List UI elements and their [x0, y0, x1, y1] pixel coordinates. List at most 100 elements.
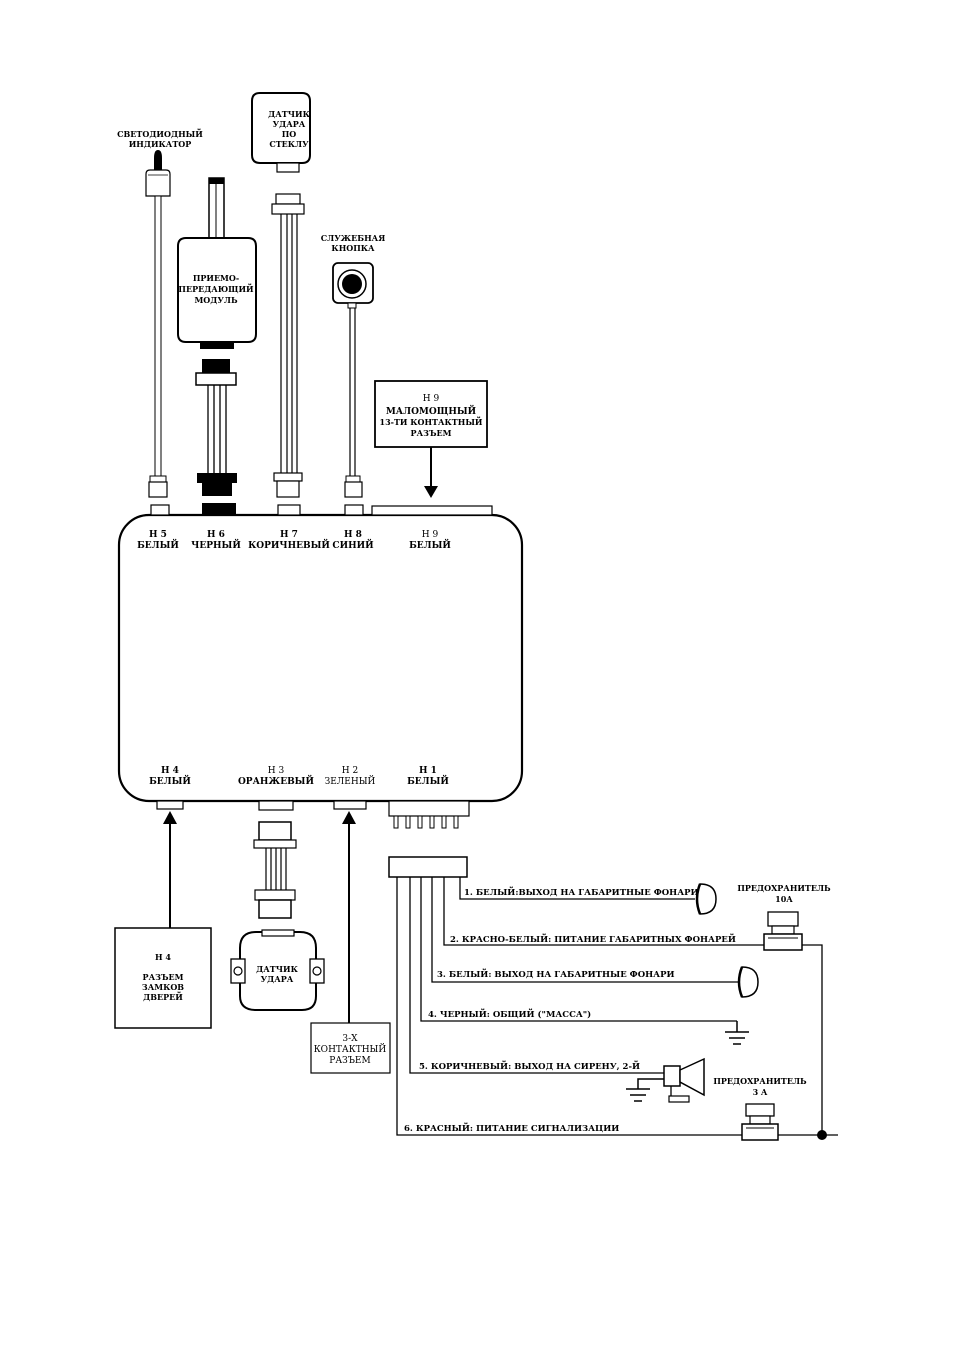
svg-text:Н 4: Н 4: [155, 952, 171, 962]
socket-h9: [371, 505, 493, 516]
h1-plug: [388, 856, 468, 878]
svg-text:СВЕТОДИОДНЫЙ: СВЕТОДИОДНЫЙ: [117, 129, 203, 139]
socket-h5: [150, 504, 170, 516]
connector-h8-label: Н 8 СИНИЙ: [332, 530, 374, 551]
svg-text:ПРЕДОХРАНИТЕЛЬ: ПРЕДОХРАНИТЕЛЬ: [713, 1076, 807, 1086]
transceiver-label: ПРИЕМО- ПЕРЕДАЮЩИЙ МОДУЛЬ: [178, 273, 254, 305]
svg-text:БЕЛЫЙ: БЕЛЫЙ: [149, 774, 191, 787]
main-unit: [117, 513, 524, 803]
svg-text:ДАТЧИК: ДАТЧИК: [268, 109, 310, 119]
wire-3-label: 3. БЕЛЫЙ: ВЫХОД НА ГАБАРИТНЫЕ ФОНАРИ: [437, 967, 675, 980]
h4-arrow: [163, 811, 177, 928]
socket-h1: [388, 800, 470, 829]
three-pin-label: 3-Х КОНТАКТНЫЙ РАЗЪЕМ: [314, 1034, 387, 1066]
siren-icon: [663, 1057, 705, 1103]
svg-text:Н 3: Н 3: [268, 766, 285, 776]
svg-text:Н 2: Н 2: [342, 766, 358, 776]
glass-sensor-cable: [271, 162, 305, 498]
svg-text:БЕЛЫЙ: БЕЛЫЙ: [137, 538, 179, 551]
svg-text:БЕЛЫЙ: БЕЛЫЙ: [407, 774, 449, 787]
transceiver-cable: [195, 342, 237, 496]
lamp-2-icon: [737, 966, 759, 998]
glass-sensor-label: ДАТЧИК УДАРА ПО СТЕКЛУ: [268, 109, 310, 149]
connector-h7-label: Н 7 КОРИЧНЕВЫЙ: [248, 530, 330, 551]
svg-text:СЛУЖЕБНАЯ: СЛУЖЕБНАЯ: [321, 233, 386, 243]
service-button: [332, 262, 374, 498]
h1-wires: [396, 877, 838, 1136]
service-button-label: СЛУЖЕБНАЯ КНОПКА: [321, 233, 386, 253]
svg-text:Н 6: Н 6: [207, 530, 225, 540]
fuse-10a-label: ПРЕДОХРАНИТЕЛЬ 10А: [737, 883, 831, 904]
svg-text:МОДУЛЬ: МОДУЛЬ: [194, 295, 238, 305]
shock-sensor-cable: [253, 821, 297, 919]
svg-text:Н 1: Н 1: [419, 766, 437, 776]
three-pin-box: [310, 1022, 391, 1074]
h2-arrow: [342, 811, 356, 1023]
lamp-1-icon: [695, 883, 717, 915]
socket-h6: [202, 503, 236, 515]
connector-h3-label: Н 3 ОРАНЖЕВЫЙ: [238, 766, 315, 787]
svg-text:МАЛОМОЩНЫЙ: МАЛОМОЩНЫЙ: [386, 404, 477, 417]
connector-h5-label: Н 5 БЕЛЫЙ: [137, 530, 179, 551]
h9-arrow: [424, 447, 438, 498]
transceiver-module: [177, 237, 257, 343]
svg-text:РАЗЪЕМ: РАЗЪЕМ: [411, 428, 452, 438]
svg-text:Н 8: Н 8: [344, 530, 362, 540]
svg-text:ПРИЕМО-: ПРИЕМО-: [193, 273, 239, 283]
connector-h4-label: Н 4 БЕЛЫЙ: [149, 766, 191, 787]
svg-text:ДВЕРЕЙ: ДВЕРЕЙ: [143, 992, 183, 1002]
svg-text:3-Х: 3-Х: [342, 1034, 358, 1044]
svg-text:Н 9: Н 9: [422, 530, 439, 540]
h4-door-lock-label: Н 4 РАЗЪЕМ ЗАМКОВ ДВЕРЕЙ: [142, 952, 184, 1002]
svg-text:КОРИЧНЕВЫЙ: КОРИЧНЕВЫЙ: [248, 538, 330, 551]
connector-h1-label: Н 1 БЕЛЫЙ: [407, 766, 449, 787]
svg-text:ИНДИКАТОР: ИНДИКАТОР: [129, 139, 192, 149]
socket-h4: [156, 800, 184, 810]
svg-text:Н 5: Н 5: [149, 530, 167, 540]
connector-h9-label: Н 9 БЕЛЫЙ: [409, 530, 451, 551]
shock-sensor: [230, 929, 325, 1011]
ground-2-icon: [626, 1078, 664, 1102]
svg-text:Н 9: Н 9: [423, 394, 440, 404]
h9-connector-label: Н 9 МАЛОМОЩНЫЙ 13-ТИ КОНТАКТНЫЙ РАЗЪЕМ: [380, 394, 483, 438]
connector-h6-label: Н 6 ЧЕРНЫЙ: [191, 530, 241, 551]
connector-h2-label: Н 2 ЗЕЛЕНЫЙ: [325, 766, 376, 787]
svg-text:СИНИЙ: СИНИЙ: [332, 538, 374, 551]
svg-text:ЗАМКОВ: ЗАМКОВ: [142, 982, 184, 992]
junction-dot: [817, 1130, 827, 1140]
ground-1-icon: [725, 1021, 749, 1045]
wire-6-label: 6. КРАСНЫЙ: ПИТАНИЕ СИГНАЛИЗАЦИИ: [404, 1121, 619, 1134]
svg-text:ЧЕРНЫЙ: ЧЕРНЫЙ: [191, 538, 241, 551]
socket-h8: [344, 504, 364, 516]
h4-door-lock-box: [114, 927, 212, 1029]
shock-sensor-label: ДАТЧИК УДАРА: [256, 964, 298, 984]
svg-text:ОРАНЖЕВЫЙ: ОРАНЖЕВЫЙ: [238, 774, 315, 787]
svg-text:РАЗЪЕМ: РАЗЪЕМ: [143, 972, 184, 982]
svg-text:СТЕКЛУ: СТЕКЛУ: [269, 139, 309, 149]
fuse-10a-icon: [763, 911, 803, 951]
svg-text:Н 4: Н 4: [161, 766, 179, 776]
svg-text:10А: 10А: [775, 894, 793, 904]
svg-text:РАЗЪЕМ: РАЗЪЕМ: [329, 1056, 370, 1066]
wire-5-label: 5. КОРИЧНЕВЫЙ: ВЫХОД НА СИРЕНУ, 2-Й: [419, 1059, 640, 1072]
svg-text:ПРЕДОХРАНИТЕЛЬ: ПРЕДОХРАНИТЕЛЬ: [737, 883, 831, 893]
wire-1-label: 1. БЕЛЫЙ:ВЫХОД НА ГАБАРИТНЫЕ ФОНАРИ: [464, 885, 699, 898]
svg-text:УДАРА: УДАРА: [273, 119, 306, 129]
socket-h3: [258, 800, 294, 811]
led-indicator-label: СВЕТОДИОДНЫЙ ИНДИКАТОР: [117, 129, 203, 149]
wire-2-label: 2. КРАСНО-БЕЛЫЙ: ПИТАНИЕ ГАБАРИТНЫХ ФОНА…: [450, 932, 736, 945]
svg-text:КОНТАКТНЫЙ: КОНТАКТНЫЙ: [314, 1043, 387, 1055]
svg-text:Н 7: Н 7: [280, 530, 298, 540]
svg-text:УДАРА: УДАРА: [261, 974, 294, 984]
wire-4-label: 4. ЧЕРНЫЙ: ОБЩИЙ ("МАССА"): [428, 1007, 591, 1020]
svg-text:ПЕРЕДАЮЩИЙ: ПЕРЕДАЮЩИЙ: [178, 284, 254, 294]
h9-connector-box: [374, 380, 488, 448]
svg-text:3 А: 3 А: [753, 1087, 768, 1097]
fuse-3a-label: ПРЕДОХРАНИТЕЛЬ 3 А: [713, 1076, 807, 1097]
fuse-3a-icon: [741, 1103, 779, 1141]
socket-h2: [333, 800, 367, 810]
svg-text:13-ТИ КОНТАКТНЫЙ: 13-ТИ КОНТАКТНЫЙ: [380, 417, 483, 427]
svg-text:ДАТЧИК: ДАТЧИК: [256, 964, 298, 974]
svg-text:КНОПКА: КНОПКА: [331, 243, 375, 253]
